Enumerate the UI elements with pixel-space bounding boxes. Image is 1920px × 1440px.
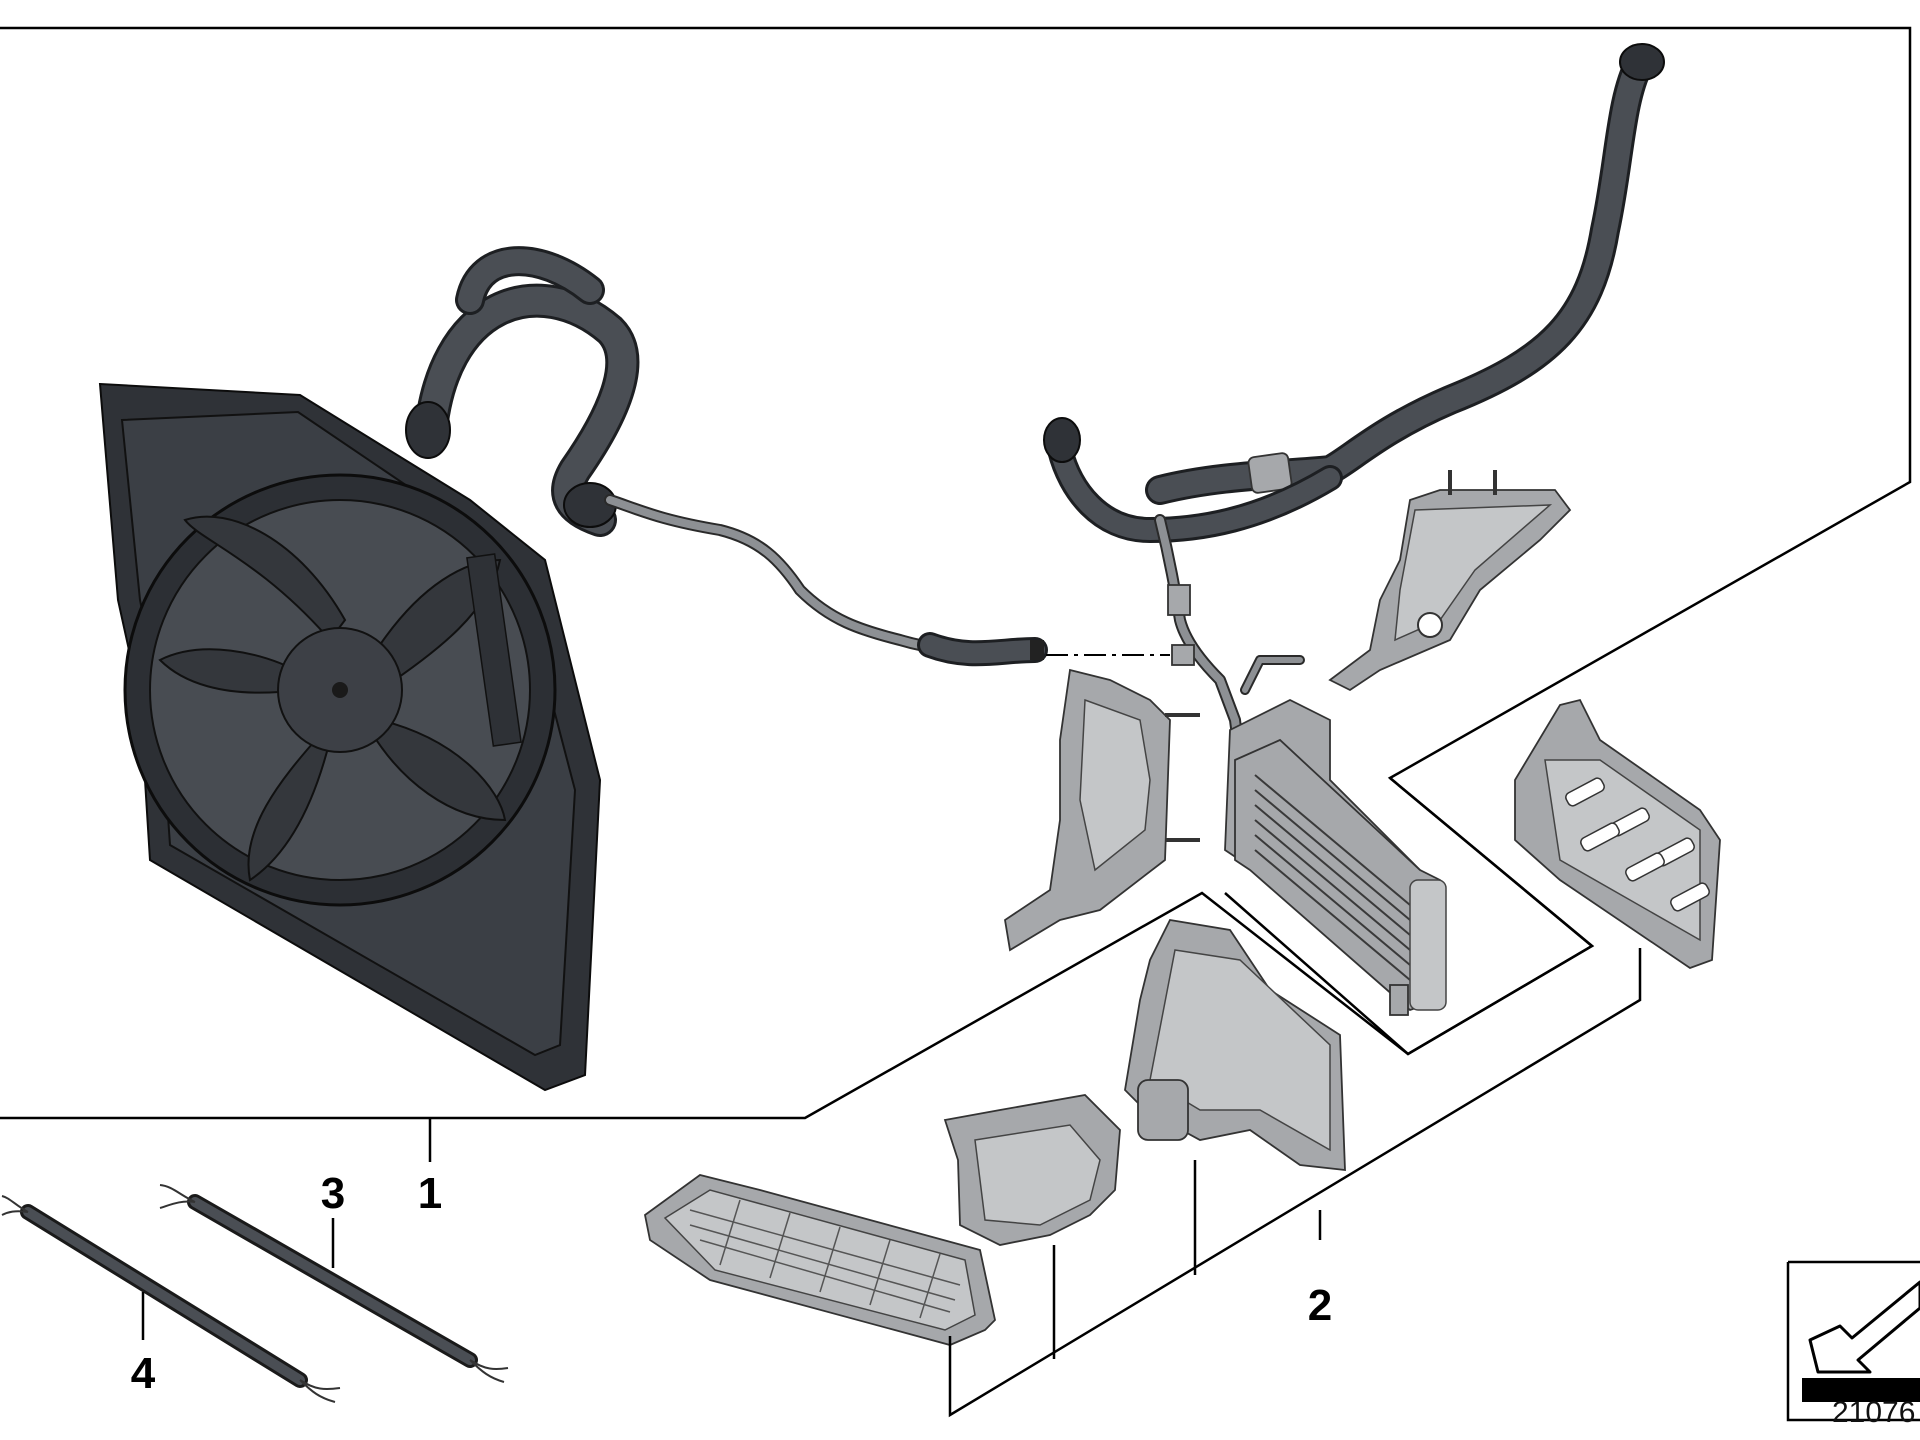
cooler-fins <box>1254 774 1411 981</box>
top-bracket-part <box>1328 470 1572 692</box>
callout-1: 1 <box>418 1169 442 1218</box>
fan-shroud-part <box>98 382 602 1092</box>
wire-part-3 <box>159 1184 509 1383</box>
group-2-leaders <box>948 948 1642 1418</box>
arrow-orientation-icon <box>1786 1260 1920 1422</box>
center-bracket-part <box>1004 668 1200 952</box>
grille-insert-part <box>644 1174 996 1346</box>
right-coolant-hose-part <box>1043 43 1665 766</box>
callout-4: 4 <box>131 1349 156 1398</box>
right-air-duct-part <box>1514 698 1721 970</box>
oil-cooler-part <box>1224 655 1447 1016</box>
other-leaders <box>141 1118 432 1340</box>
left-coolant-hose-part <box>405 246 1048 667</box>
brake-duct-part <box>943 1094 1121 1246</box>
fan-blades <box>158 515 507 882</box>
wire-part-4 <box>1 1195 341 1403</box>
callout-3: 3 <box>321 1169 345 1218</box>
center-air-duct-part <box>1124 919 1346 1172</box>
group-2-frame <box>1224 777 1595 1056</box>
document-number: 21076 <box>1832 1396 1915 1429</box>
callout-2: 2 <box>1308 1281 1332 1330</box>
